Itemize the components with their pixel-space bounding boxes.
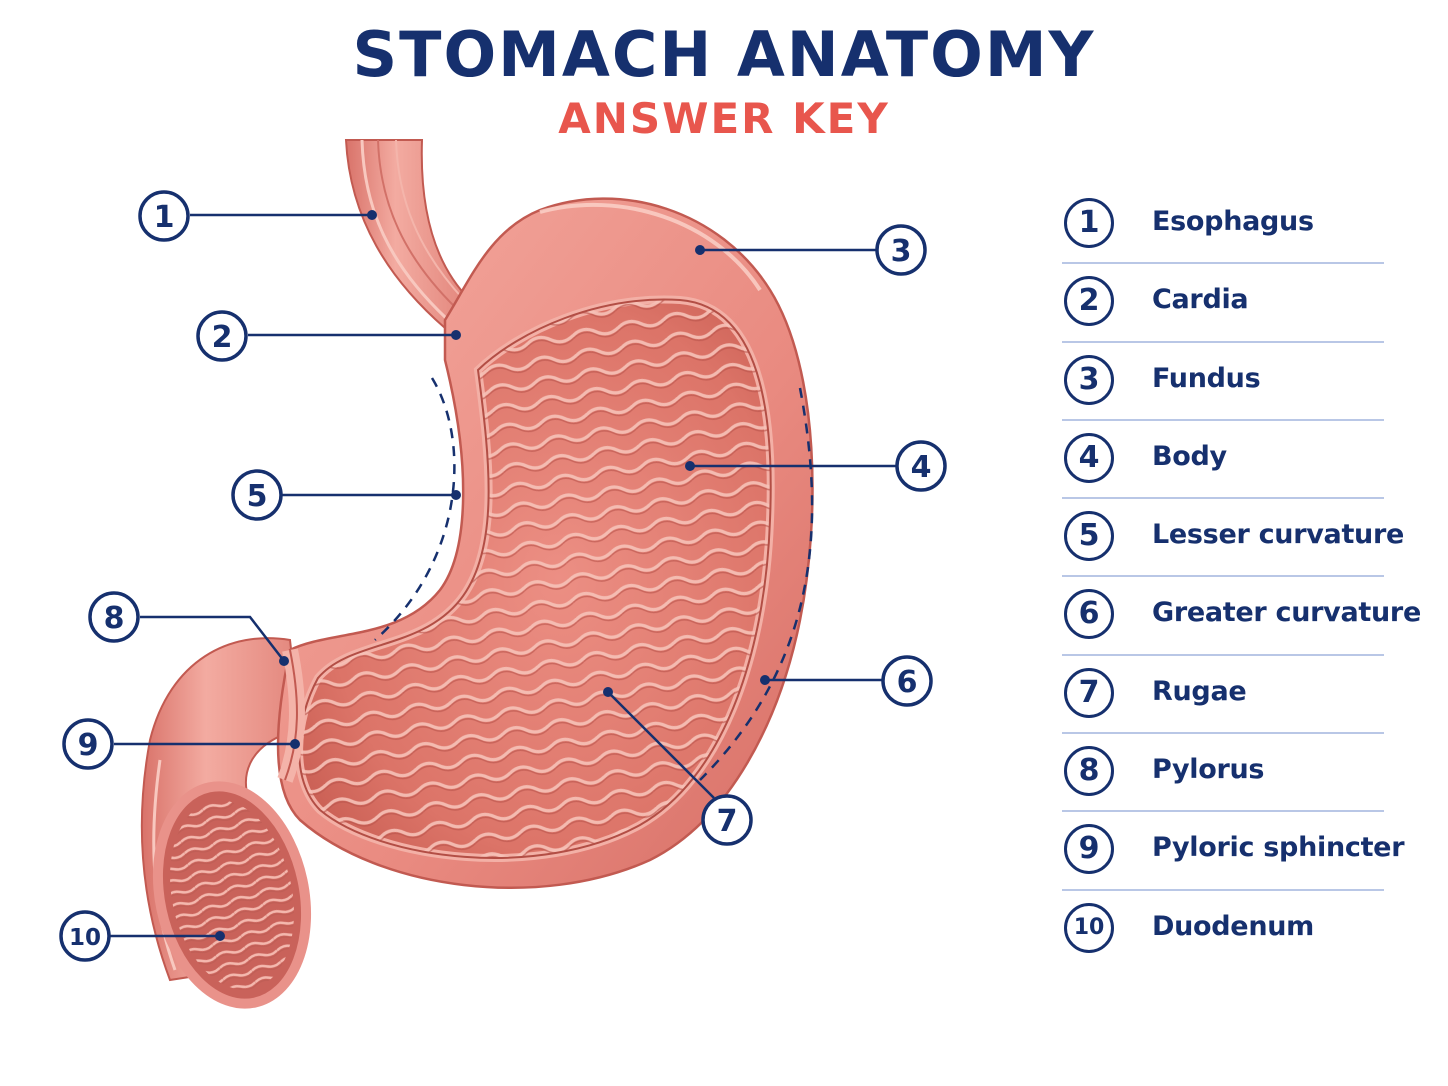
legend-number: 8 bbox=[1064, 746, 1114, 797]
leader-lines bbox=[110, 213, 896, 938]
legend-item: 5 Lesser curvature bbox=[1062, 499, 1404, 578]
callout-2-number: 2 bbox=[212, 320, 233, 355]
callout-4: 4 bbox=[895, 440, 947, 492]
greater-curvature-guide bbox=[699, 387, 814, 781]
legend-item: 1 Esophagus bbox=[1062, 186, 1384, 265]
callout-7: 7 bbox=[701, 794, 753, 846]
legend-item: 10 Duodenum bbox=[1062, 891, 1384, 969]
callout-2: 2 bbox=[196, 310, 248, 362]
callout-3-number: 3 bbox=[891, 234, 912, 269]
legend-label: Pyloric sphincter bbox=[1152, 832, 1405, 864]
legend-item: 2 Cardia bbox=[1062, 264, 1384, 343]
legend-number: 5 bbox=[1064, 511, 1114, 562]
callout-8-number: 8 bbox=[104, 601, 125, 636]
callout-1-number: 1 bbox=[154, 200, 175, 235]
callout-9: 9 bbox=[62, 718, 114, 770]
legend-label: Lesser curvature bbox=[1152, 519, 1405, 551]
callout-10-number: 10 bbox=[69, 925, 101, 951]
esophagus-shape bbox=[344, 139, 472, 330]
legend-label: Body bbox=[1152, 440, 1227, 472]
legend-label: Cardia bbox=[1152, 284, 1249, 316]
legend-item: 6 Greater curvature bbox=[1062, 577, 1421, 656]
callout-5-number: 5 bbox=[247, 479, 268, 514]
legend-item: 4 Body bbox=[1062, 421, 1384, 500]
legend-label: Duodenum bbox=[1152, 910, 1314, 942]
page-subtitle: ANSWER KEY bbox=[558, 94, 890, 143]
callout-5: 5 bbox=[231, 469, 283, 521]
legend-number: 7 bbox=[1064, 667, 1114, 718]
lesser-curvature-guide bbox=[374, 377, 456, 641]
legend-number: 9 bbox=[1064, 824, 1114, 875]
callout-8: 8 bbox=[88, 591, 140, 643]
legend-label: Rugae bbox=[1152, 675, 1247, 707]
legend-item: 7 Rugae bbox=[1062, 656, 1384, 735]
callout-3: 3 bbox=[875, 224, 927, 276]
legend-label: Fundus bbox=[1152, 362, 1261, 394]
answer-key-legend: 1 Esophagus 2 Cardia 3 Fundus 4 Body 5 L… bbox=[1062, 186, 1421, 969]
legend-number: 6 bbox=[1064, 589, 1114, 640]
legend-number: 4 bbox=[1064, 432, 1114, 483]
page-title: STOMACH ANATOMY bbox=[352, 18, 1096, 91]
legend-label: Pylorus bbox=[1152, 754, 1265, 786]
callout-9-number: 9 bbox=[78, 728, 99, 763]
legend-number: 3 bbox=[1064, 354, 1114, 405]
legend-number: 10 bbox=[1064, 902, 1114, 953]
duodenum-shape bbox=[140, 637, 312, 1009]
callout-10: 10 bbox=[59, 910, 111, 962]
leader-dots bbox=[215, 210, 770, 941]
legend-item: 3 Fundus bbox=[1062, 343, 1384, 421]
legend-number: 2 bbox=[1064, 276, 1114, 327]
legend-label: Greater curvature bbox=[1152, 597, 1421, 629]
legend-item: 8 Pylorus bbox=[1062, 734, 1384, 813]
pylorus-ring bbox=[277, 648, 305, 783]
callout-1: 1 bbox=[138, 190, 190, 242]
legend-label: Esophagus bbox=[1152, 206, 1314, 237]
legend-number: 1 bbox=[1064, 198, 1114, 248]
stomach-inner-lining bbox=[295, 295, 775, 862]
legend-item: 9 Pyloric sphincter bbox=[1062, 812, 1405, 891]
callout-7-number: 7 bbox=[717, 804, 738, 839]
callout-4-number: 4 bbox=[911, 450, 932, 485]
callout-6-number: 6 bbox=[897, 665, 918, 700]
callout-6: 6 bbox=[881, 655, 933, 707]
